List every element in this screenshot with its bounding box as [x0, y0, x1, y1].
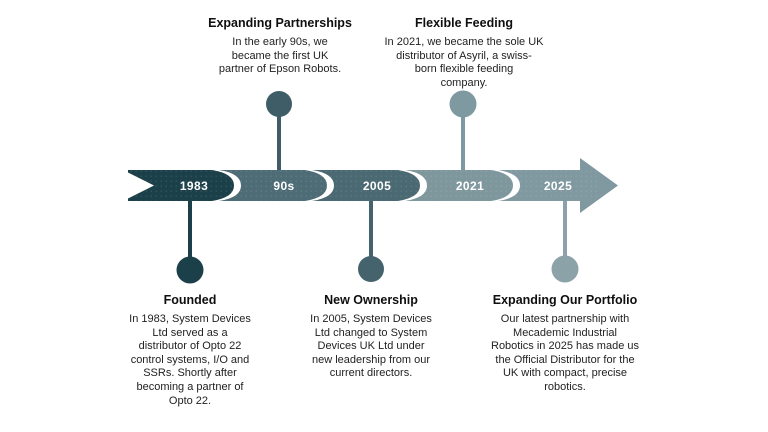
milestone-block-2021: Flexible Feeding In 2021, we became the …	[359, 15, 569, 90]
connector-2025	[563, 200, 567, 257]
milestone-title: Expanding Partnerships	[208, 16, 352, 30]
milestone-title: New Ownership	[324, 293, 418, 307]
milestone-circle-1983	[176, 256, 204, 284]
year-label-1983: 1983	[180, 179, 208, 193]
milestone-title: Expanding Our Portfolio	[492, 293, 638, 307]
milestone-description: Our latest partnership with Mecademic In…	[491, 313, 639, 393]
milestone-description: In 2005, System Devices Ltd changed to S…	[310, 313, 432, 380]
connector-1983	[188, 200, 192, 258]
milestone-description: In 1983, System Devices Ltd served as a …	[129, 313, 251, 407]
milestone-title: Founded	[163, 293, 217, 307]
milestone-block-1983: Founded In 1983, System Devices Ltd serv…	[85, 292, 295, 408]
milestone-circle-2021	[449, 90, 477, 118]
connector-2005	[369, 200, 373, 257]
milestone-title: Flexible Feeding	[415, 16, 513, 30]
milestone-block-2005: New Ownership In 2005, System Devices Lt…	[266, 292, 476, 381]
year-label-2025: 2025	[544, 179, 572, 193]
milestone-circle-2005	[358, 256, 384, 282]
milestone-description: In the early 90s, we became the first UK…	[218, 36, 342, 76]
year-label-2021: 2021	[456, 179, 484, 193]
milestone-block-90s: Expanding Partnerships In the early 90s,…	[175, 15, 385, 77]
connector-2021	[461, 116, 465, 172]
halftone-texture	[128, 170, 600, 201]
milestone-description: In 2021, we became the sole UK distribut…	[384, 36, 544, 89]
year-label-90s: 90s	[273, 179, 294, 193]
milestone-block-2025: Expanding Our Portfolio Our latest partn…	[460, 292, 670, 395]
milestone-circle-90s	[266, 91, 292, 117]
year-label-2005: 2005	[363, 179, 391, 193]
connector-90s	[277, 116, 281, 172]
milestone-circle-2025	[551, 255, 579, 283]
